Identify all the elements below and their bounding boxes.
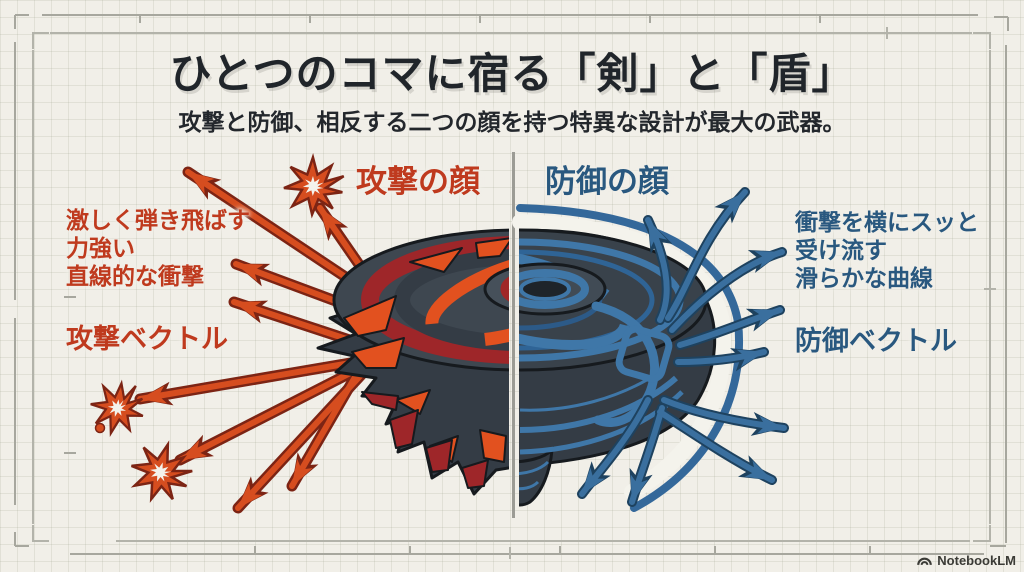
brand-name: NotebookLM [937,553,1016,568]
defense-trait-line: 衝撃を横にスッと [795,209,979,235]
page-title: ひとつのコマに宿る「剣」と「盾」 [169,50,855,97]
notebooklm-logo-icon [917,554,933,567]
attack-trait-line: 力強い [66,235,135,261]
defense-arrows [577,187,789,507]
defense-heading: 防御の顔 [545,164,669,199]
inner-frame [32,27,996,559]
defense-trait-line: 滑らかな曲線 [795,265,933,291]
attack-trait-line: 激しく弾き飛ばす [66,207,250,233]
attack-trait-line: 直線的な衝撃 [66,263,204,289]
blueprint-frame [14,14,1009,555]
defense-trait-line: 受け流す [795,237,887,263]
attack-traits: 激しく弾き飛ばす 力強い 直線的な衝撃 [66,206,250,290]
defense-vector-label: 防御ベクトル [795,326,957,356]
impact-burst-icons [83,151,350,513]
page-subtitle: 攻撃と防御、相反する二つの顔を持つ特異な設計が最大の武器。 [178,109,846,135]
attack-heading: 攻撃の顔 [356,164,480,199]
brand-footer: NotebookLM [917,553,1016,568]
defense-traits: 衝撃を横にスッと 受け流す 滑らかな曲線 [795,208,979,292]
attack-vector-label: 攻撃ベクトル [66,324,228,354]
beyblade-attack-half [316,228,509,496]
